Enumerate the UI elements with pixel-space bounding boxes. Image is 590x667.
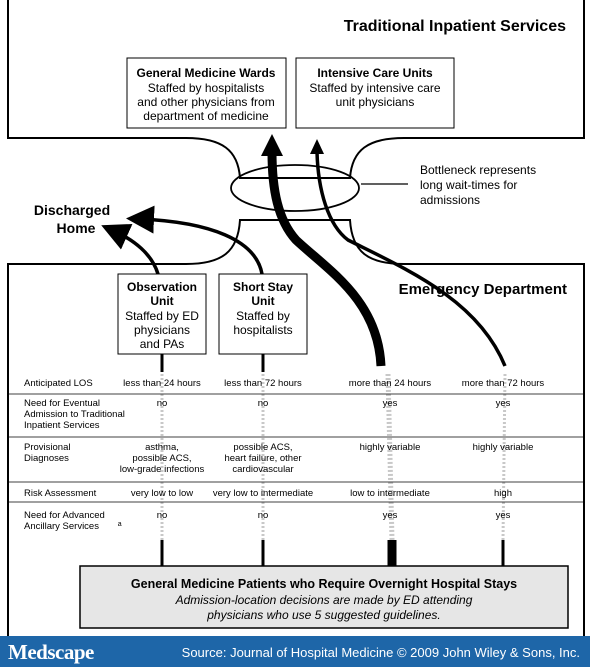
bottom-line-2: physicians who use 5 suggested guideline… (206, 608, 440, 622)
wards-box (126, 57, 287, 129)
bottom-box (79, 565, 569, 629)
table-cell: yes (496, 510, 511, 521)
wards-line-2: and other physicians from (137, 95, 274, 109)
shortstay-discharge-arrow (126, 205, 264, 275)
icu-admission-arrowhead (310, 139, 324, 154)
observation-title-2: Unit (150, 294, 173, 308)
criteria-table: Anticipated LOS less than 24 hours less th… (24, 378, 544, 532)
bottom-title: General Medicine Patients who Require Ov… (131, 577, 517, 591)
table-cell: no (157, 398, 168, 409)
table-cell: no (258, 510, 269, 521)
table-cell: less than 24 hours (123, 378, 201, 389)
table-cell: possible ACS, (132, 453, 191, 464)
inpatient-title: Traditional Inpatient Services (344, 18, 566, 35)
observation-line-2: physicians (134, 323, 190, 337)
wards-line-1: Staffed by hospitalists (148, 81, 265, 95)
table-cell: low-grade infections (120, 464, 205, 475)
ed-region (7, 219, 585, 636)
observation-unit-box (117, 273, 207, 355)
shortstay-line-1: Staffed by (236, 309, 290, 323)
table-cell: highly variable (360, 442, 421, 453)
table-cell: less than 72 hours (224, 378, 302, 389)
table-cell: yes (496, 398, 511, 409)
row-label: Provisional (24, 442, 70, 453)
observation-line-1: Staffed by ED (125, 309, 199, 323)
row-label: Admission to Traditional (24, 409, 125, 420)
icu-box (295, 57, 455, 129)
row-label: Need for Advanced (24, 510, 105, 521)
observation-line-3: and PAs (140, 337, 184, 351)
icu-line-2: unit physicians (336, 95, 415, 109)
table-cell: no (258, 398, 269, 409)
table-cell: yes (383, 398, 398, 409)
row-label: Ancillary Services (24, 521, 99, 532)
bottleneck-ellipse (230, 164, 360, 212)
icu-admission-arrow (315, 151, 507, 367)
wards-line-3: department of medicine (143, 109, 269, 123)
icu-line-1: Staffed by intensive care (309, 81, 441, 95)
discharged-line-1: Discharged (34, 202, 110, 218)
ward-admission-arrow (267, 151, 386, 367)
table-cell: possible ACS, (233, 442, 292, 453)
observation-title-1: Observation (127, 280, 197, 294)
shortstay-title-1: Short Stay (233, 280, 293, 294)
table-cell: more than 24 hours (349, 378, 432, 389)
table-cell: asthma, (145, 442, 179, 453)
shortstay-line-2: hospitalists (233, 323, 292, 337)
bottleneck-line-2: long wait-times for (420, 178, 517, 192)
row-label: Anticipated LOS (24, 378, 93, 389)
table-cell: no (157, 510, 168, 521)
wards-title: General Medicine Wards (137, 66, 276, 80)
bottleneck-line-3: admissions (420, 193, 480, 207)
table-cell: cardiovascular (232, 464, 293, 475)
table-cell: high (494, 488, 512, 499)
bottom-line-1: Admission-location decisions are made by… (175, 593, 473, 607)
footer-bar: Medscape Source: Journal of Hospital Med… (0, 636, 590, 667)
row-label: Inpatient Services (24, 420, 100, 431)
patient-flow-diagram: Traditional Inpatient Services General M… (7, 0, 585, 636)
icu-title: Intensive Care Units (317, 66, 433, 80)
table-cell: heart failure, other (224, 453, 301, 464)
table-cell: very low to intermediate (213, 488, 313, 499)
row-label: Need for Eventual (24, 398, 100, 409)
table-cell: very low to low (131, 488, 193, 499)
row-label: Diagnoses (24, 453, 69, 464)
bottleneck-line-1: Bottleneck represents (420, 163, 536, 177)
row-label: Risk Assessment (24, 488, 97, 499)
ward-admission-arrowhead (261, 134, 283, 156)
table-cell: low to intermediate (350, 488, 430, 499)
shortstay-unit-box (218, 273, 308, 355)
table-cell: more than 72 hours (462, 378, 545, 389)
ed-title: Emergency Department (399, 281, 567, 298)
table-cell: yes (383, 510, 398, 521)
shortstay-title-2: Unit (251, 294, 274, 308)
table-cell: highly variable (473, 442, 534, 453)
row-label-superscript: a (118, 521, 122, 528)
observation-discharge-arrow (101, 223, 160, 275)
medscape-logo: Medscape (8, 640, 94, 664)
source-credit: Source: Journal of Hospital Medicine © 2… (181, 645, 580, 660)
inpatient-region (7, 0, 585, 179)
discharged-line-2: Home (57, 220, 96, 236)
